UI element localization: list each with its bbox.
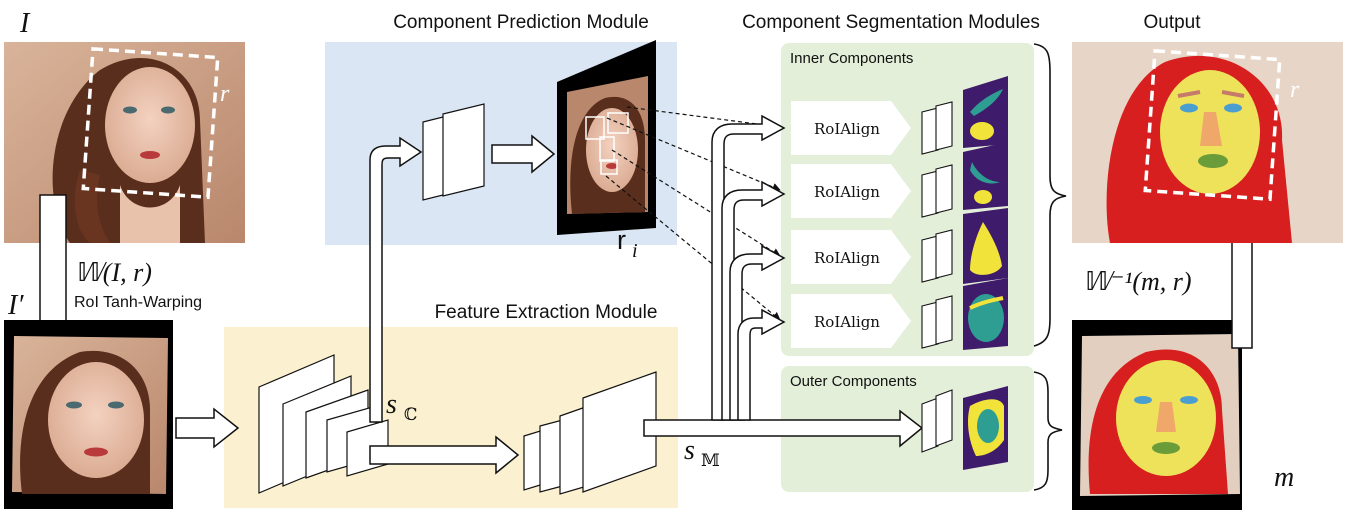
roialign-row-2: RoIAlign (791, 164, 911, 218)
warped-to-feature-arrow (175, 407, 240, 449)
feature-branch-paths (643, 114, 924, 448)
output-image (1072, 42, 1343, 244)
roialign-row-1: RoIAlign (791, 101, 911, 155)
input-roi-rect (81, 46, 220, 200)
warp-function-label: 𝕎(I, r) (74, 258, 152, 287)
input-rect-label: r (220, 81, 230, 107)
feature-c-base: s (386, 389, 397, 420)
feature-heading: Feature Extraction Module (435, 302, 658, 323)
mask-tile-2 (963, 142, 1008, 210)
roialign-label-4: RoIAlign (814, 313, 880, 331)
rois-sub: i (632, 240, 638, 262)
prediction-heading: Component Prediction Module (393, 12, 649, 33)
mask-tile-4 (963, 278, 1008, 350)
mask-result-image (1072, 320, 1242, 510)
roialign-label-2: RoIAlign (814, 183, 880, 201)
mask-tile-1 (963, 76, 1008, 148)
outer-brace (1033, 371, 1063, 491)
output-roi-rect (1143, 48, 1282, 202)
encoder-to-decoder-arrow (369, 435, 520, 475)
roialign-row-3: RoIAlign (791, 230, 911, 284)
inverse-warp-label: 𝕎⁻¹(m, r) (1082, 267, 1192, 296)
mask-tile-3 (963, 208, 1008, 284)
warp-label: RoI Tanh-Warping (74, 294, 202, 311)
segmentation-heading: Component Segmentation Modules (742, 12, 1040, 33)
outer-components-label: Outer Components (790, 373, 917, 390)
roialign-label-1: RoIAlign (814, 120, 880, 138)
feature-m-base: s (684, 435, 695, 466)
inner-components-label: Inner Components (790, 50, 913, 67)
prediction-feature-maps (422, 103, 485, 201)
roi-feature-maps (921, 101, 953, 453)
predicted-rois-image (557, 40, 656, 235)
input-image-label: I (19, 8, 31, 39)
prediction-to-rois-arrow (491, 134, 556, 174)
encoder-stack (258, 354, 389, 494)
roialign-label-3: RoIAlign (814, 249, 880, 267)
inner-brace (1033, 43, 1067, 347)
feature-m-sub: 𝕄 (701, 451, 720, 471)
roialign-row-4: RoIAlign (791, 294, 911, 348)
decoder-stack (523, 371, 657, 495)
output-heading: Output (1143, 12, 1201, 33)
output-rect-label: r (1290, 77, 1300, 103)
feature-c-sub: ℂ (404, 405, 418, 425)
warped-photo (4, 320, 173, 509)
mask-tile-outer (963, 386, 1008, 470)
feature-to-prediction-arrow (369, 136, 423, 423)
warped-image-label: I′ (7, 290, 24, 321)
rois-base: r (617, 225, 626, 255)
mask-label: m (1274, 462, 1294, 493)
